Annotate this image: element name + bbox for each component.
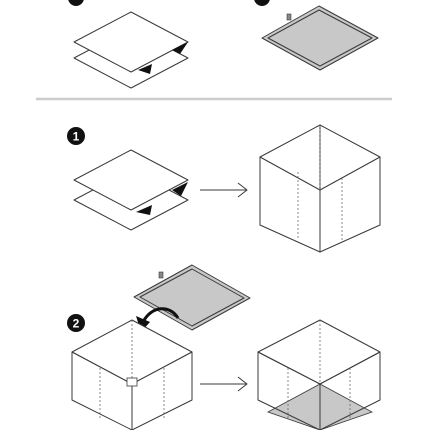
step2-insert-board: [133, 264, 251, 331]
step1-unfolded-box: [259, 124, 381, 253]
top-insert-pull-tab: [286, 13, 292, 21]
step2-finished-box: [257, 319, 381, 430]
step1-flat-sheets: [73, 149, 189, 231]
step1-corner-tab-right: [172, 182, 188, 196]
step1-box-front-right: [319, 156, 381, 253]
right-arrow-icon: [200, 182, 248, 198]
step2-finished-front-right: [319, 351, 381, 430]
step2-finished-front-left: [257, 351, 321, 430]
step2-box-bottom-marker: [126, 377, 138, 387]
top-insert-panel: [261, 5, 379, 71]
step-number-1: 1: [73, 130, 80, 144]
step2-insert-panel: [133, 264, 251, 331]
step1-sheet-upper: [73, 149, 189, 211]
top-corner-tab-bottom: [138, 64, 152, 74]
step2-insert-pull-tab: [158, 271, 164, 279]
step1-corner-tab-bottom: [136, 205, 152, 215]
step-number-2: 2: [73, 317, 80, 331]
right-arrow-icon-2: [200, 376, 248, 392]
step2-box-front-left: [71, 351, 133, 430]
top-insert-board: [261, 5, 379, 71]
step2-box-front-right: [131, 351, 193, 430]
top-step-badge-cropped: [68, 0, 84, 6]
step2-insert-border: [139, 268, 245, 327]
top-step-badge-cropped-2: [254, 0, 270, 6]
top-sheets-group: [73, 11, 189, 89]
step2-finished-top-opening: [257, 319, 381, 385]
step2-open-box: [71, 319, 193, 430]
top-insert-border: [267, 9, 373, 67]
step-badge-1: 1: [67, 127, 85, 145]
top-corner-tab-right: [172, 42, 188, 54]
step-badge-2: 2: [67, 314, 85, 332]
curved-arrow-icon: [136, 307, 180, 332]
